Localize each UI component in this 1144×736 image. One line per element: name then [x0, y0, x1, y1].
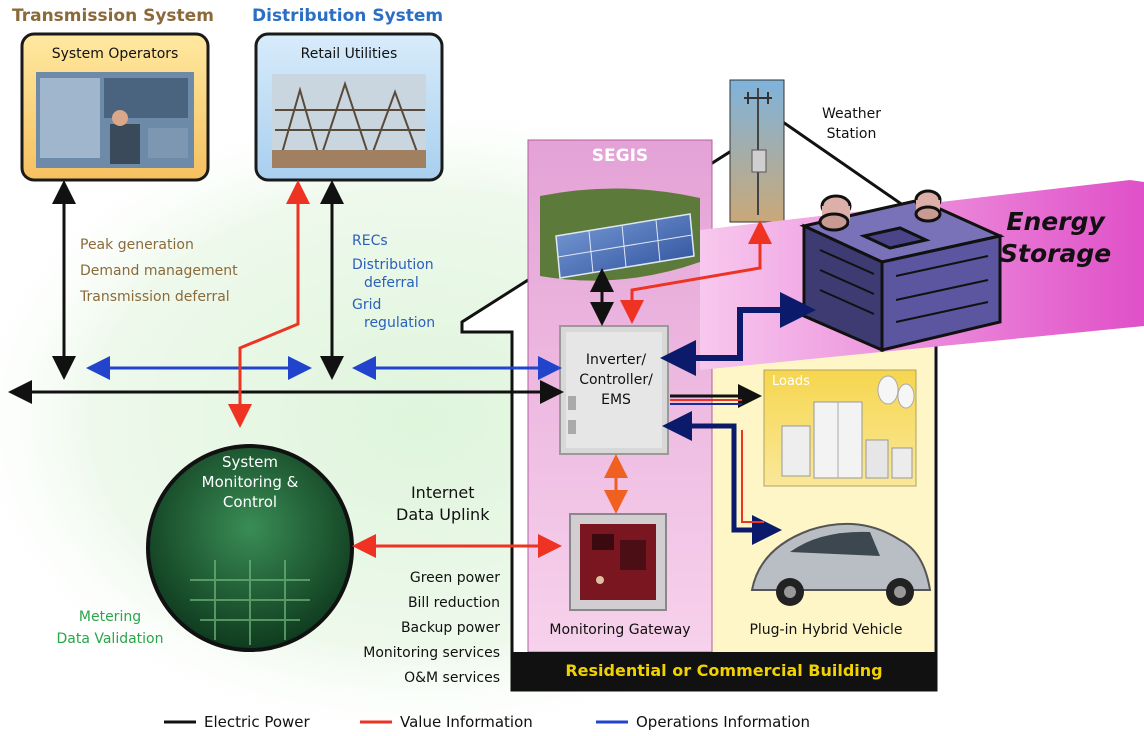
battery-graphic — [799, 189, 1005, 353]
inverter-label: Inverter/ Controller/ EMS — [560, 350, 672, 410]
monitoring-line2: Monitoring & — [201, 473, 299, 491]
service-backup-power: Backup power — [400, 620, 500, 636]
transmission-benefits: Peak generation Demand management Transm… — [80, 232, 238, 310]
storage-link — [660, 292, 816, 376]
customer-services-list: Green power Bill reduction Backup power … — [320, 566, 500, 691]
retail-utilities-box — [254, 32, 444, 182]
weather-value-arrow — [620, 220, 772, 324]
building-label: Residential or Commercial Building — [565, 661, 883, 680]
metering-line2: Data Validation — [56, 631, 164, 647]
legend-value-information: Value Information — [400, 713, 533, 731]
benefit-distribution: Distribution — [352, 257, 434, 273]
service-om: O&M services — [404, 670, 500, 686]
system-operators-label: System Operators — [51, 46, 179, 62]
benefit-deferral: deferral — [364, 275, 419, 291]
monitoring-line1: System — [222, 453, 278, 471]
retail-utilities-label: Retail Utilities — [300, 46, 398, 62]
weather-station-photo — [729, 79, 785, 223]
vehicle-link — [662, 411, 782, 545]
inverter-line2: Controller/ — [579, 372, 653, 388]
benefit-regulation: regulation — [364, 315, 436, 331]
loads-photo — [763, 369, 917, 487]
benefit-transmission-deferral: Transmission deferral — [80, 289, 230, 305]
vehicle-value-line — [741, 430, 764, 523]
energy-storage-line2: Storage — [1000, 239, 1112, 268]
system-operators-box — [20, 32, 210, 182]
benefit-grid: Grid — [352, 297, 382, 313]
benefit-peak-generation: Peak generation — [80, 237, 194, 253]
legend-operations-information: Operations Information — [636, 713, 811, 731]
building-label-bar — [512, 652, 936, 690]
inverter-line3: EMS — [601, 392, 631, 408]
monitoring-line3: Control — [222, 493, 278, 511]
service-green-power: Green power — [409, 570, 500, 586]
energy-storage-label: Energy Storage — [1000, 206, 1111, 270]
distribution-benefits: RECs Distribution deferral Grid regulati… — [352, 232, 435, 332]
metering-line1: Metering — [78, 609, 142, 625]
benefit-recs: RECs — [352, 233, 388, 249]
weather-label-line1: Weather — [822, 106, 881, 122]
system-monitoring-circle — [146, 444, 354, 652]
transmission-system-header: Transmission System — [12, 6, 214, 26]
value-arrow-utilities — [228, 180, 310, 428]
system-monitoring-label: System Monitoring & Control — [190, 452, 310, 512]
service-monitoring: Monitoring services — [363, 645, 500, 661]
monitoring-gateway-label: Monitoring Gateway — [549, 622, 691, 638]
solar-panels-photo — [540, 188, 700, 281]
metering-label: Metering Data Validation — [40, 606, 180, 650]
plugin-hybrid-vehicle-label: Plug-in Hybrid Vehicle — [749, 622, 903, 638]
inverter-photo — [559, 325, 669, 455]
inverter-line1: Inverter/ — [585, 352, 647, 368]
segis-label: SEGIS — [591, 146, 649, 166]
service-bill-reduction: Bill reduction — [407, 595, 500, 611]
distribution-system-header: Distribution System — [252, 6, 444, 26]
legend-electric-power: Electric Power — [204, 713, 310, 731]
internet-line2: Data Uplink — [396, 505, 490, 524]
weather-label-line2: Station — [826, 126, 877, 142]
internet-line1: Internet — [410, 483, 475, 502]
loads-label: Loads — [772, 374, 810, 389]
energy-storage-line1: Energy — [1006, 207, 1105, 236]
monitoring-gateway-photo — [569, 513, 667, 611]
benefit-demand-management: Demand management — [80, 263, 238, 279]
weather-station-label: Weather Station — [822, 104, 881, 144]
internet-uplink-label: Internet Data Uplink — [396, 482, 489, 526]
car-photo — [750, 522, 932, 606]
